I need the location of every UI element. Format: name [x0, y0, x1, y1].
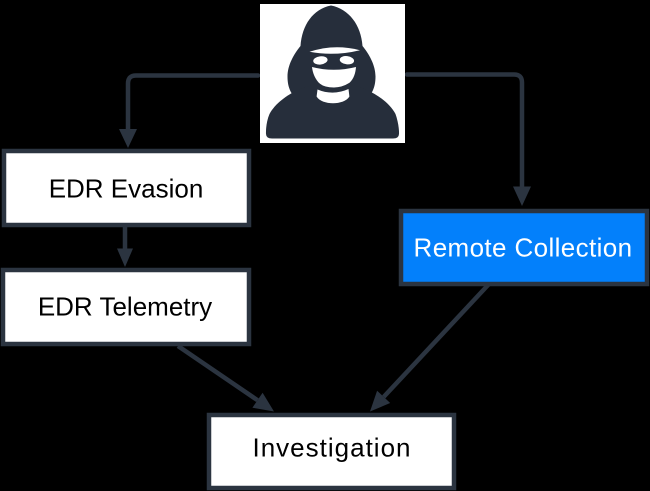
- svg-text:EDR Telemetry: EDR Telemetry: [38, 292, 212, 322]
- svg-text:Investigation: Investigation: [253, 433, 412, 463]
- svg-text:EDR Evasion: EDR Evasion: [49, 174, 204, 204]
- svg-text:Remote Collection: Remote Collection: [414, 233, 633, 263]
